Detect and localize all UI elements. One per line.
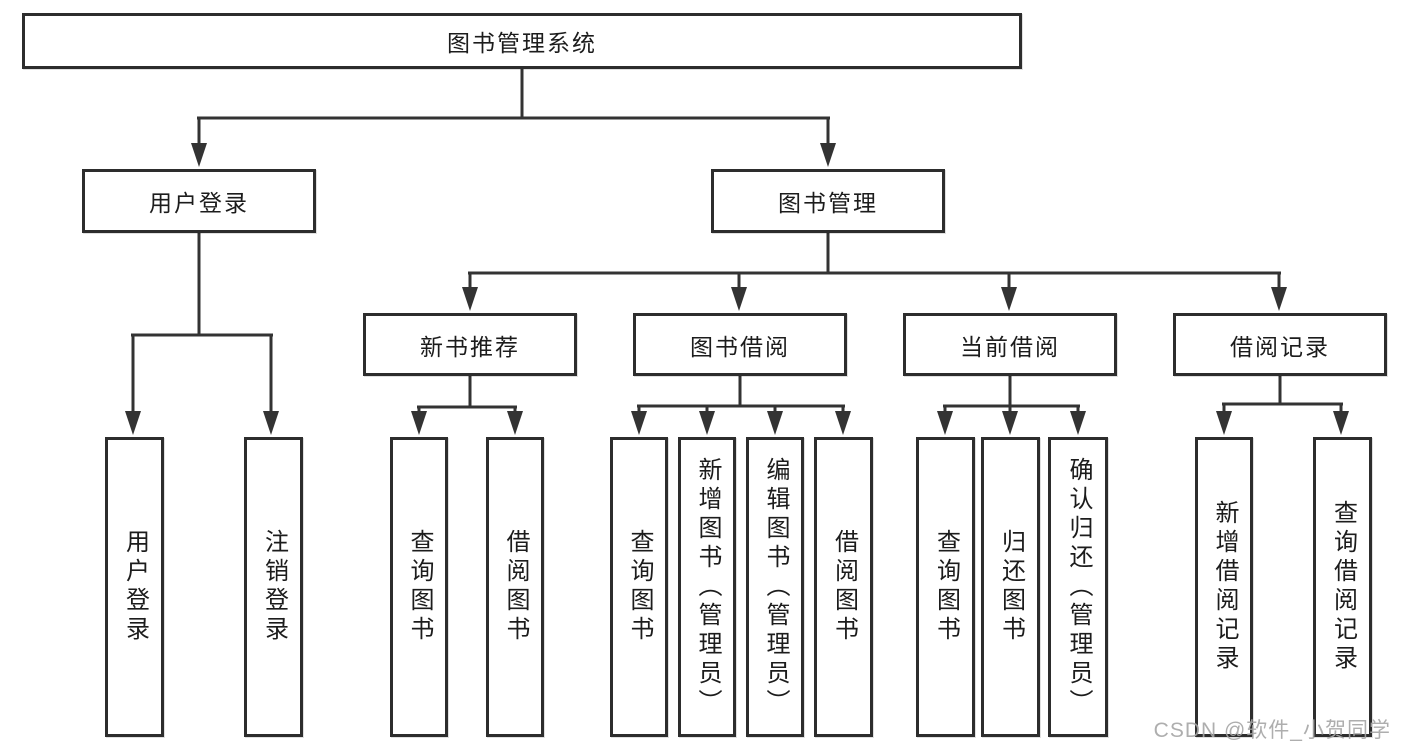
- connector-history-to-leaves: [1216, 376, 1349, 435]
- leaf-logout: 注销登录: [244, 437, 303, 737]
- node-book-borrow-label: 图书借阅: [690, 333, 790, 360]
- leaf-borrow-add-book-admin: 新增图书（管理员）: [678, 437, 736, 737]
- leaf-current-confirm-return-admin: 确认归还（管理员）: [1048, 437, 1108, 737]
- connector-root-to-level2: [191, 68, 836, 167]
- leaf-current-query-book: 查询图书: [916, 437, 975, 737]
- node-book-management: 图书管理: [711, 169, 945, 233]
- leaf-borrow-add-book-admin-label: 新增图书（管理员）: [694, 456, 721, 718]
- node-current-borrow-label: 当前借阅: [960, 333, 1060, 360]
- connector-borrow-to-leaves: [631, 376, 851, 435]
- leaf-borrow-borrow-book: 借阅图书: [814, 437, 873, 737]
- leaf-current-query-book-label: 查询图书: [932, 529, 960, 645]
- connector-recommend-to-leaves: [411, 376, 523, 435]
- leaf-user-login: 用户登录: [105, 437, 164, 737]
- leaf-recommend-query-book-label: 查询图书: [406, 529, 433, 645]
- node-new-book-recommend-label: 新书推荐: [420, 333, 520, 360]
- leaf-borrow-query-book-label: 查询图书: [626, 529, 653, 645]
- node-borrow-history-label: 借阅记录: [1230, 333, 1330, 360]
- leaf-borrow-borrow-book-label: 借阅图书: [830, 529, 858, 645]
- leaf-user-login-label: 用户登录: [121, 529, 149, 645]
- node-borrow-history: 借阅记录: [1173, 313, 1387, 376]
- node-current-borrow: 当前借阅: [903, 313, 1117, 376]
- leaf-current-return-book-label: 归还图书: [997, 529, 1025, 645]
- node-root: 图书管理系统: [22, 13, 1022, 69]
- node-book-borrow: 图书借阅: [633, 313, 847, 376]
- leaf-current-return-book: 归还图书: [981, 437, 1040, 737]
- leaf-history-add-record-label: 新增借阅记录: [1211, 500, 1238, 674]
- leaf-logout-label: 注销登录: [260, 529, 288, 645]
- leaf-borrow-edit-book-admin: 编辑图书（管理员）: [746, 437, 804, 737]
- connector-mgmt-to-level3: [462, 233, 1287, 311]
- leaf-history-query-record-label: 查询借阅记录: [1329, 500, 1357, 674]
- leaf-borrow-query-book: 查询图书: [610, 437, 668, 737]
- leaf-borrow-edit-book-admin-label: 编辑图书（管理员）: [762, 456, 789, 718]
- node-new-book-recommend: 新书推荐: [363, 313, 577, 376]
- node-user-login-label: 用户登录: [149, 190, 249, 216]
- leaf-recommend-borrow-book: 借阅图书: [486, 437, 544, 737]
- leaf-recommend-query-book: 查询图书: [390, 437, 448, 737]
- connector-login-to-leaves: [125, 233, 279, 435]
- connector-current-to-leaves: [937, 376, 1086, 435]
- node-user-login: 用户登录: [82, 169, 316, 233]
- leaf-current-confirm-return-admin-label: 确认归还（管理员）: [1065, 456, 1092, 718]
- leaf-recommend-borrow-book-label: 借阅图书: [502, 529, 529, 645]
- leaf-history-query-record: 查询借阅记录: [1313, 437, 1372, 737]
- node-book-management-label: 图书管理: [778, 190, 878, 216]
- leaf-history-add-record: 新增借阅记录: [1195, 437, 1253, 737]
- node-root-label: 图书管理系统: [447, 30, 597, 56]
